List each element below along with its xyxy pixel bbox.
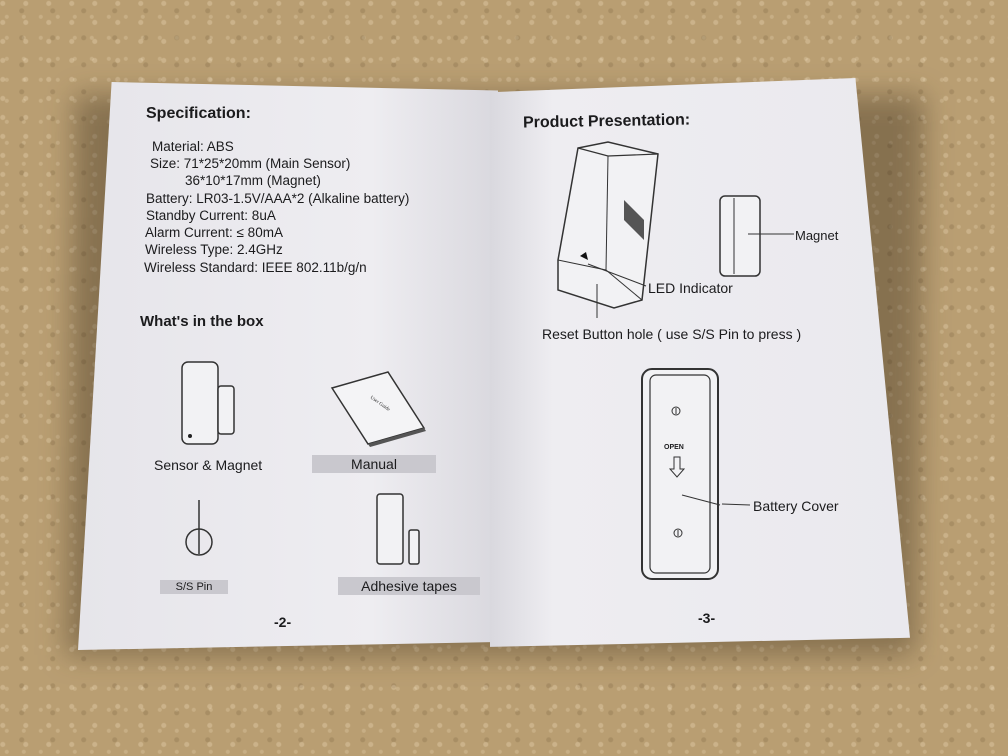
left-page bbox=[78, 82, 498, 650]
battery-cover-illustration bbox=[641, 368, 721, 580]
main-sensor-illustration bbox=[557, 141, 659, 309]
pin-illustration bbox=[185, 500, 213, 556]
product-presentation-heading: Product Presentation: bbox=[522, 111, 691, 132]
label-sensor-magnet: Sensor & Magnet bbox=[154, 457, 263, 473]
specification-heading: Specification: bbox=[146, 105, 251, 122]
label-battery-cover: Battery Cover bbox=[753, 498, 839, 514]
spec-battery: Battery: LR03-1.5V/AAA*2 (Alkaline batte… bbox=[146, 191, 410, 206]
label-manual: Manual bbox=[312, 455, 436, 473]
spec-size: Size: 71*25*20mm (Main Sensor) bbox=[150, 156, 351, 171]
label-magnet: Magnet bbox=[795, 228, 839, 243]
magnet-pointer-line bbox=[748, 233, 794, 235]
label-open: OPEN bbox=[664, 444, 684, 451]
spec-wireless-standard: Wireless Standard: IEEE 802.11b/g/n bbox=[144, 260, 367, 275]
label-reset-button-hole: Reset Button hole ( use S/S Pin to press… bbox=[542, 326, 802, 342]
spec-wireless-type: Wireless Type: 2.4GHz bbox=[145, 242, 283, 257]
adhesive-tapes-illustration bbox=[376, 493, 420, 565]
spec-alarm-current: Alarm Current: ≤ 80mA bbox=[145, 225, 283, 240]
spec-standby-current: Standby Current: 8uA bbox=[146, 208, 276, 223]
label-led-indicator: LED Indicator bbox=[648, 280, 733, 296]
magnet-illustration bbox=[719, 195, 761, 277]
box-heading: What's in the box bbox=[140, 313, 264, 330]
manual-illustration: User Guide bbox=[330, 371, 426, 447]
spec-size-magnet: 36*10*17mm (Magnet) bbox=[185, 173, 321, 188]
right-page-number: -3- bbox=[698, 610, 716, 626]
reset-pointer-line bbox=[596, 284, 598, 318]
left-page-number: -2- bbox=[274, 614, 292, 630]
label-ss-pin: S/S Pin bbox=[160, 580, 228, 594]
battery-pointer-line bbox=[721, 503, 751, 506]
led-pointer-line bbox=[587, 263, 647, 287]
sensor-magnet-illustration bbox=[181, 361, 235, 445]
label-adhesive-tapes: Adhesive tapes bbox=[338, 577, 480, 595]
spec-material: Material: ABS bbox=[152, 139, 234, 154]
